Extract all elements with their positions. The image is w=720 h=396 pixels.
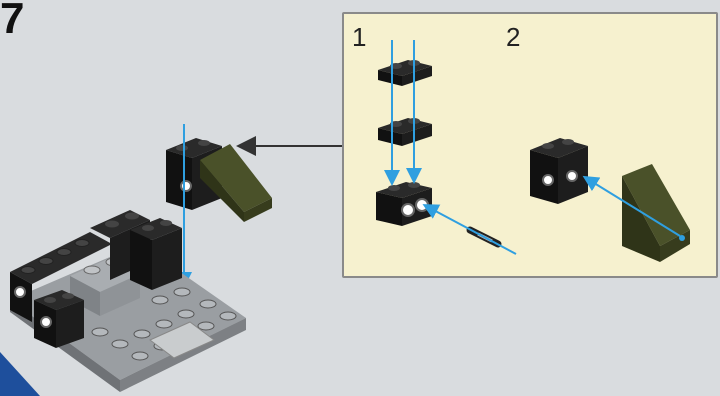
olive-slope-brick — [622, 164, 690, 262]
black-plate-middle — [378, 118, 432, 146]
base-model — [10, 210, 246, 392]
black-plate-top — [378, 60, 432, 86]
sub-step-2-assembly — [530, 138, 690, 262]
black-technic-brick — [376, 182, 432, 226]
sub-step-1-assembly — [376, 40, 517, 255]
step-number: 7 — [0, 0, 25, 43]
black-technic-brick-assembled — [530, 138, 588, 204]
main-olive-slope — [200, 144, 272, 222]
main-sub-assembly — [166, 138, 272, 222]
page-corner — [0, 352, 40, 396]
sub-step-2-label: 2 — [506, 22, 521, 52]
sub-step-1-label: 1 — [352, 22, 367, 52]
